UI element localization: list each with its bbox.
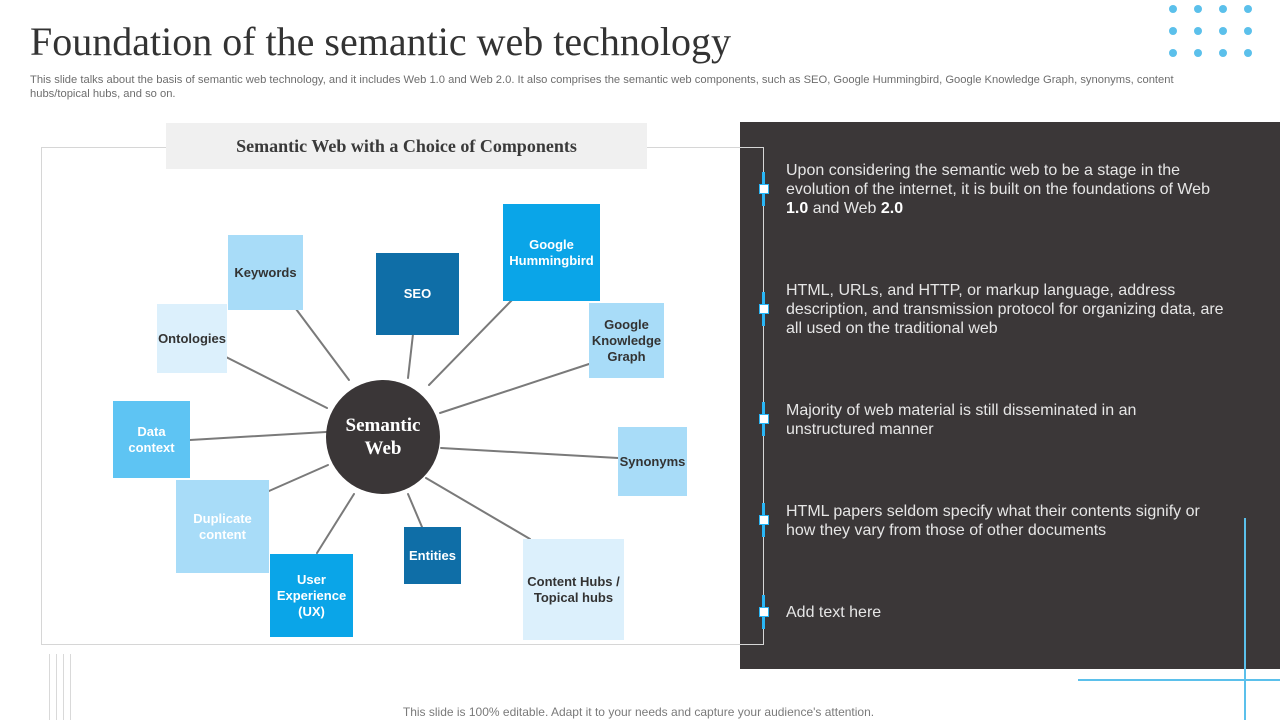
panel-bullet-2: HTML, URLs, and HTTP, or markup language…	[786, 282, 1224, 337]
info-panel	[740, 122, 1280, 669]
decorative-dot	[1219, 5, 1227, 13]
node-entities: Entities	[404, 527, 461, 584]
decorative-dot	[1219, 49, 1227, 57]
panel-bullet-5: Add text here	[786, 604, 882, 621]
decorative-dot	[1169, 5, 1177, 13]
decorative-stripe	[63, 654, 64, 720]
node-duplicate-content: Duplicate content	[176, 480, 269, 573]
node-google-hummingbird: Google Hummingbird	[503, 204, 600, 301]
decorative-dot	[1194, 27, 1202, 35]
timeline-marker	[759, 184, 769, 194]
decorative-horizontal-line	[1078, 679, 1280, 681]
decorative-dot	[1169, 49, 1177, 57]
bullet-text: and Web	[808, 200, 881, 217]
semantic-web-hub: Semantic Web	[326, 380, 440, 494]
bullet-bold-text: 2.0	[880, 200, 904, 217]
decorative-stripes	[49, 654, 73, 720]
timeline-marker	[759, 304, 769, 314]
node-seo: SEO	[376, 253, 459, 335]
node-synonyms: Synonyms	[618, 427, 687, 496]
decorative-dot	[1244, 49, 1252, 57]
decorative-dot	[1194, 5, 1202, 13]
decorative-dot	[1244, 27, 1252, 35]
decorative-stripe	[49, 654, 50, 720]
slide-title: Foundation of the semantic web technolog…	[30, 19, 731, 64]
node-keywords: Keywords	[228, 235, 303, 310]
timeline-marker	[759, 414, 769, 424]
decorative-dot	[1244, 5, 1252, 13]
decorative-dot-grid	[1160, 0, 1280, 64]
timeline-line	[763, 147, 764, 645]
decorative-dot	[1169, 27, 1177, 35]
slide-subtitle: This slide talks about the basis of sema…	[30, 74, 1174, 100]
panel-bullet-1: Upon considering the semantic web to be …	[786, 161, 1226, 218]
panel-bullet-3: Majority of web material is still dissem…	[786, 402, 1137, 438]
timeline-marker	[759, 607, 769, 617]
decorative-stripe	[56, 654, 57, 720]
slide-footer: This slide is 100% editable. Adapt it to…	[402, 705, 875, 719]
diagram-header: Semantic Web with a Choice of Components	[166, 123, 647, 169]
node-content-hubs: Content Hubs / Topical hubs	[523, 539, 624, 640]
decorative-vertical-line	[1244, 518, 1246, 720]
bullet-text: Upon considering the semantic web to be …	[786, 162, 1210, 198]
decorative-stripe	[70, 654, 71, 720]
decorative-dot	[1219, 27, 1227, 35]
node-ontologies: Ontologies	[157, 304, 227, 373]
node-google-knowledge-graph: Google Knowledge Graph	[589, 303, 664, 378]
bullet-bold-text: 1.0	[786, 200, 809, 217]
panel-bullet-4: HTML papers seldom specify what their co…	[786, 503, 1200, 539]
node-data-context: Data context	[113, 401, 190, 478]
decorative-dot	[1194, 49, 1202, 57]
node-user-experience: User Experience (UX)	[270, 554, 353, 637]
timeline-marker	[759, 515, 769, 525]
